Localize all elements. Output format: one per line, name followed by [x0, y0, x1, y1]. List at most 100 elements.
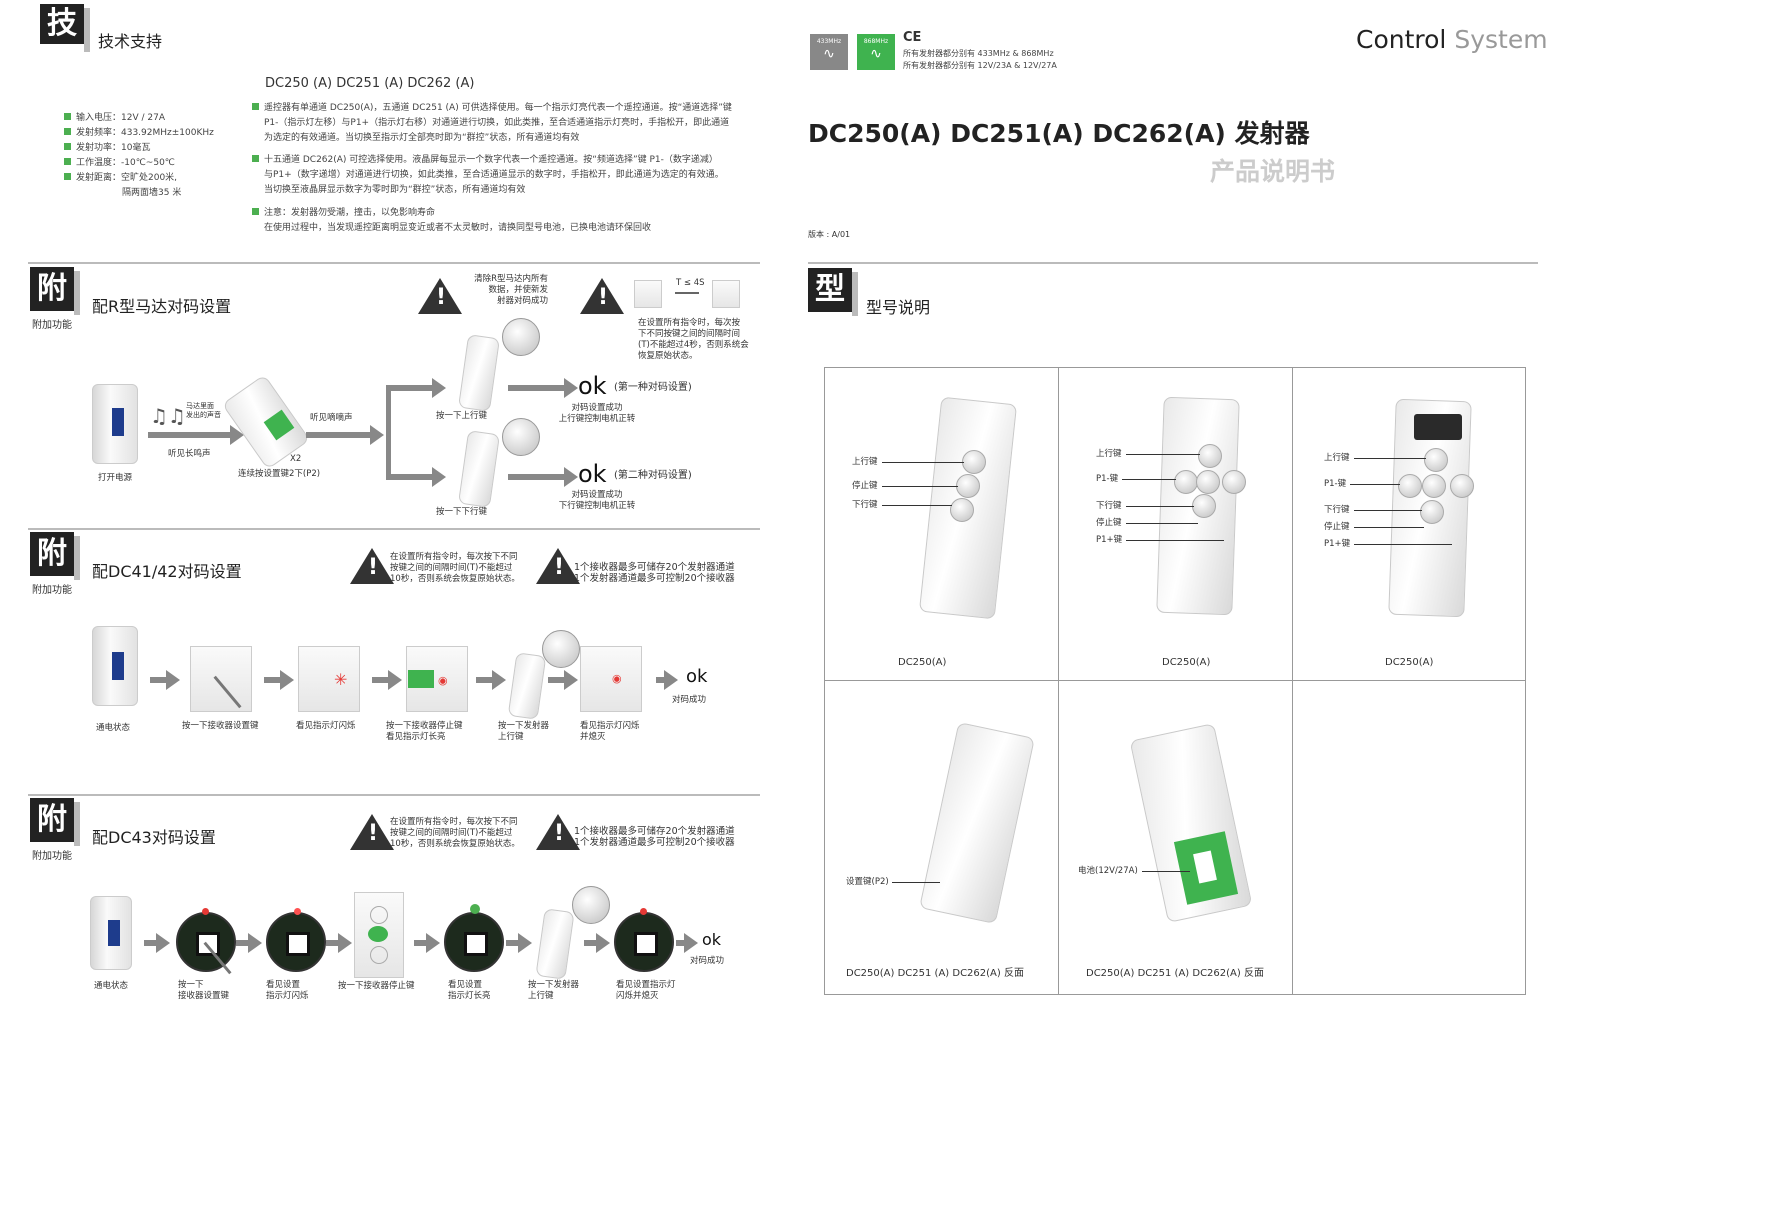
lcd-screen	[1414, 414, 1462, 440]
step-label: 按一下下行键	[436, 507, 488, 517]
addon-icon-shadow	[74, 271, 80, 315]
ok-caption: 对码成功	[690, 956, 725, 966]
ce-mark-icon: CE	[903, 30, 922, 45]
ok-label: ok	[578, 460, 607, 488]
addon-icon-shadow	[74, 536, 80, 580]
ok-tag: (第一种对码设置)	[614, 382, 692, 393]
leader-line	[1354, 544, 1452, 545]
remote-button-down-icon	[712, 280, 740, 308]
stop-button	[956, 474, 980, 498]
section-title: 配DC43对码设置	[92, 828, 216, 847]
receiver-image	[580, 646, 642, 712]
p1-minus-button	[1398, 474, 1422, 498]
main-title: DC250(A) DC251(A) DC262(A) 发射器	[808, 119, 1310, 148]
indicator-light-icon: ◉	[612, 672, 622, 685]
leader-line	[882, 505, 952, 506]
button-label: P1+键	[1096, 535, 1123, 545]
warning-text: 清除R型马达内所有数据，并使新发射器对码成功	[474, 274, 548, 306]
badge-868mhz: 868MHz∿	[857, 34, 895, 70]
receiver-board-image	[614, 912, 674, 972]
step-label: 看见设置指示灯闪烁	[266, 980, 309, 1001]
leader-line	[1354, 458, 1426, 459]
p1-plus-button	[1450, 474, 1474, 498]
flow-arrow	[372, 670, 402, 690]
section-title: 型号说明	[866, 298, 931, 317]
button-label: P1+键	[1324, 539, 1351, 549]
step-label: 看见设置指示灯闪烁并熄灭	[616, 980, 676, 1001]
p1-minus-button	[1174, 470, 1198, 494]
type-icon: 型	[808, 268, 852, 312]
button-label: 停止键	[1096, 518, 1122, 528]
section-title: 配DC41/42对码设置	[92, 562, 242, 581]
step-label: 按一下接收器设置键	[178, 980, 230, 1001]
power-switch-toggle	[112, 652, 124, 680]
step-label: 打开电源	[98, 473, 133, 483]
version-label: 版本 : A/01	[808, 230, 851, 239]
flow-arrow	[414, 933, 440, 953]
addon-icon: 附	[30, 267, 74, 311]
flow-arrow	[508, 467, 578, 487]
addon-icon: 附	[30, 798, 74, 842]
spec-item: 发射距离：空旷处200米,	[64, 171, 214, 186]
button-label: 下行键	[1096, 501, 1122, 511]
remote-image	[458, 430, 500, 508]
flow-arrow	[264, 670, 294, 690]
spec-item: 发射频率：433.92MHz±100KHz	[64, 126, 214, 141]
ok-caption: 对码成功	[672, 695, 707, 705]
timing-arrow	[675, 292, 699, 294]
step-label: 通电状态	[96, 723, 131, 733]
flow-arrow	[506, 933, 532, 953]
ok-result: 对码设置成功下行键控制电机正转	[558, 490, 636, 511]
warning-text: 在设置所有指令时，每次按下不同按键之间的间隔时间(T)不能超过4秒，否则系统会恢…	[638, 318, 749, 361]
spec-item-extra: 隔两面墙35 米	[122, 188, 182, 198]
badge-433mhz: 433MHz∿	[810, 34, 848, 70]
zoom-button-icon	[502, 418, 540, 456]
zoom-button-icon	[572, 886, 610, 924]
press-count: X2	[290, 454, 302, 464]
divider	[28, 794, 760, 796]
remote-button-up-icon	[634, 280, 662, 308]
model-caption: DC250(A) DC251 (A) DC262(A) 反面	[846, 968, 1024, 979]
flow-arrow	[150, 670, 180, 690]
ok-label: ok	[702, 930, 722, 949]
step-label: 按一下发射器上行键	[528, 980, 580, 1001]
addon-icon: 附	[30, 532, 74, 576]
flow-arrow	[476, 670, 506, 690]
stop-button	[1422, 474, 1446, 498]
button-label: 上行键	[1324, 453, 1350, 463]
button-label: 下行键	[1324, 505, 1350, 515]
leader-line	[892, 882, 940, 883]
leader-line	[1122, 479, 1176, 480]
addon-icon-shadow	[74, 802, 80, 846]
tech-para-1: 遥控器有单通道 DC250(A)，五通道 DC251 (A) 可供选择使用。每一…	[252, 101, 762, 146]
stop-button	[1196, 470, 1220, 494]
step-label: 通电状态	[94, 981, 129, 991]
tech-icon-shadow	[84, 8, 90, 52]
flash-icon: ✳	[334, 670, 348, 689]
leader-line	[1142, 871, 1190, 872]
step-label: 按一下接收器停止键看见指示灯长亮	[386, 721, 463, 742]
flow-arrow	[144, 933, 170, 953]
flow-arrow	[236, 933, 262, 953]
divider	[28, 528, 760, 530]
model-table	[824, 367, 1526, 995]
ok-label: ok	[686, 666, 708, 687]
flow-arrow	[148, 425, 244, 445]
spec-item: 输入电压：12V / 27A	[64, 111, 214, 126]
ok-label: ok	[578, 372, 607, 400]
button-label: P1-键	[1096, 474, 1119, 484]
ok-tag: (第二种对码设置)	[614, 470, 692, 481]
indicator-light-icon: ◉	[438, 674, 448, 687]
button-label: 停止键	[852, 481, 878, 491]
leader-line	[1126, 523, 1198, 524]
power-switch-toggle	[108, 920, 120, 946]
sound-label: 听见嘀嘀声	[310, 413, 353, 423]
ok-result: 对码设置成功上行键控制电机正转	[558, 403, 636, 424]
receiver-image	[298, 646, 360, 712]
flow-arrow	[656, 670, 678, 690]
button-label: 上行键	[1096, 449, 1122, 459]
